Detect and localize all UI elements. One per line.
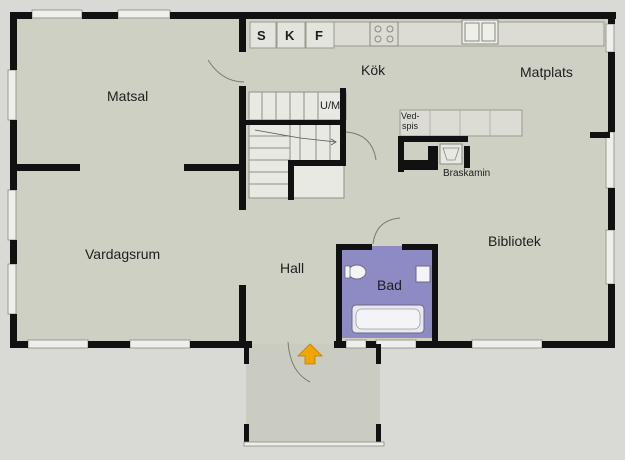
bathroom-sink [415, 265, 431, 283]
porch-step [243, 441, 385, 447]
appliance-box-f [305, 21, 335, 49]
stove-top [369, 21, 399, 47]
label-braskamin: Braskamin [443, 168, 491, 179]
stair-direction-line [254, 129, 337, 146]
door-swings [207, 59, 401, 383]
braskamin-stove [439, 143, 463, 165]
kitchen-sink [461, 19, 499, 45]
room-label-vardagsrum: Vardagsrum [85, 246, 161, 262]
room-label-matsal: Matsal [107, 88, 149, 104]
appliance-box-s [249, 21, 277, 49]
room-label-kok: Kök [361, 62, 386, 78]
walls [10, 12, 616, 446]
label-vedspis-line1: Ved- [401, 111, 420, 121]
label-vedspis-line2: spis [402, 121, 419, 131]
room-label-matplats: Matplats [520, 64, 573, 80]
toilet-tank [344, 265, 351, 279]
room-label-hall: Hall [280, 260, 305, 276]
room-label-bad: Bad [377, 277, 402, 293]
room-label-bibliotek: Bibliotek [488, 233, 541, 249]
appliance-label-k: K [285, 28, 295, 43]
entrance-arrow-icon [297, 343, 323, 365]
bathtub-inner [355, 308, 421, 330]
label-um: U/M [320, 100, 341, 112]
appliance-label-s: S [257, 28, 266, 43]
toilet [347, 264, 367, 280]
appliance-box-k [276, 21, 306, 49]
braskamin-stove-top [442, 147, 460, 161]
appliance-label-f: F [315, 28, 323, 43]
